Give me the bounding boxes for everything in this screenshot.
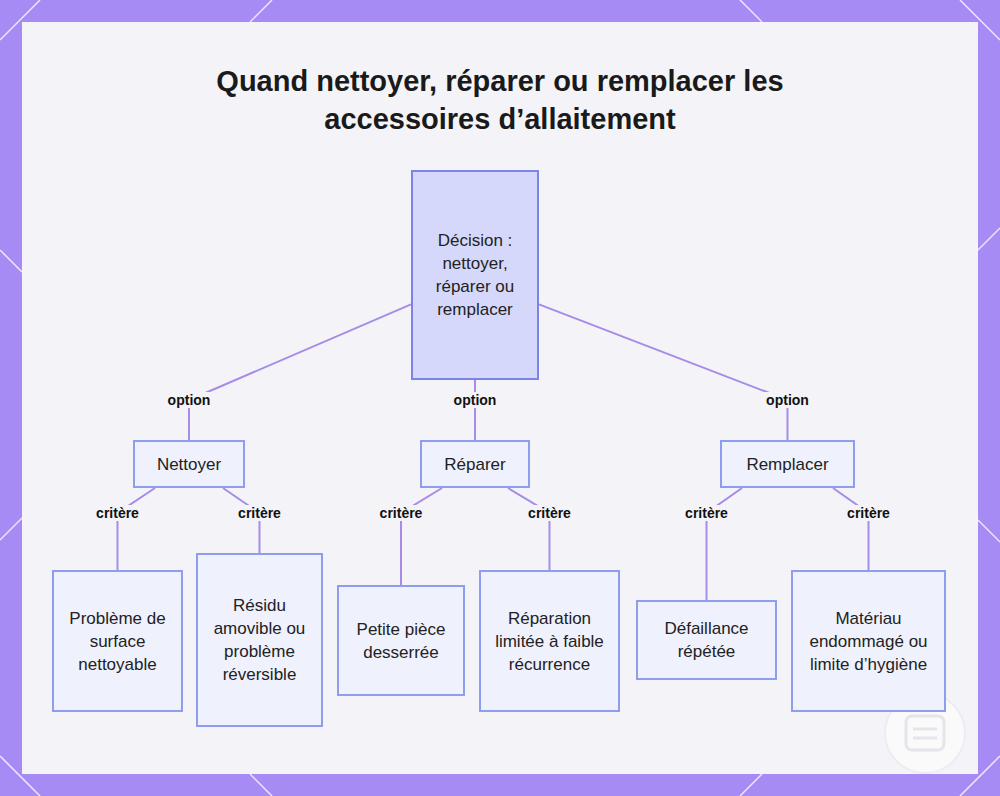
node-text: Matériau endommagé ou limite d’hygiène bbox=[801, 607, 936, 676]
criterion-box: Petite pièce desserrée bbox=[337, 585, 465, 696]
connector-line bbox=[474, 380, 476, 440]
connector-line bbox=[833, 488, 869, 570]
edge-label: critère bbox=[93, 505, 142, 521]
node-text: Décision : nettoyer, réparer ou remplace… bbox=[421, 229, 529, 321]
criterion-box: Matériau endommagé ou limite d’hygiène bbox=[791, 570, 946, 712]
edge-label: critère bbox=[525, 505, 574, 521]
criterion-box: Réparation limitée à faible récurrence bbox=[479, 570, 620, 712]
node-text: Nettoyer bbox=[157, 453, 221, 476]
node-text: Résidu amovible ou problème réversible bbox=[206, 594, 313, 686]
connector-line bbox=[401, 488, 442, 585]
connector-line bbox=[508, 488, 550, 570]
option-box: Remplacer bbox=[720, 440, 855, 488]
edge-label: option bbox=[165, 392, 214, 408]
connector-line bbox=[539, 304, 788, 440]
node-text: Remplacer bbox=[746, 453, 828, 476]
node-text: Réparer bbox=[444, 453, 505, 476]
edge-label: critère bbox=[235, 505, 284, 521]
decision-box: Décision : nettoyer, réparer ou remplace… bbox=[411, 170, 539, 380]
node-text: Défaillance répétée bbox=[646, 617, 767, 663]
edge-label: critère bbox=[844, 505, 893, 521]
diagram-title: Quand nettoyer, réparer ou remplacer les… bbox=[200, 62, 800, 138]
node-text: Problème de surface nettoyable bbox=[62, 607, 173, 676]
edge-label: critère bbox=[377, 505, 426, 521]
edge-label: option bbox=[763, 392, 812, 408]
node-text: Petite pièce desserrée bbox=[347, 618, 455, 664]
connector-line bbox=[118, 488, 156, 570]
edge-label: option bbox=[451, 392, 500, 408]
option-box: Réparer bbox=[420, 440, 530, 488]
node-text: Réparation limitée à faible récurrence bbox=[489, 607, 610, 676]
connector-line bbox=[189, 304, 411, 440]
criterion-box: Défaillance répétée bbox=[636, 600, 777, 680]
criterion-box: Résidu amovible ou problème réversible bbox=[196, 553, 323, 727]
criterion-box: Problème de surface nettoyable bbox=[52, 570, 183, 712]
option-box: Nettoyer bbox=[133, 440, 245, 488]
edge-label: critère bbox=[682, 505, 731, 521]
